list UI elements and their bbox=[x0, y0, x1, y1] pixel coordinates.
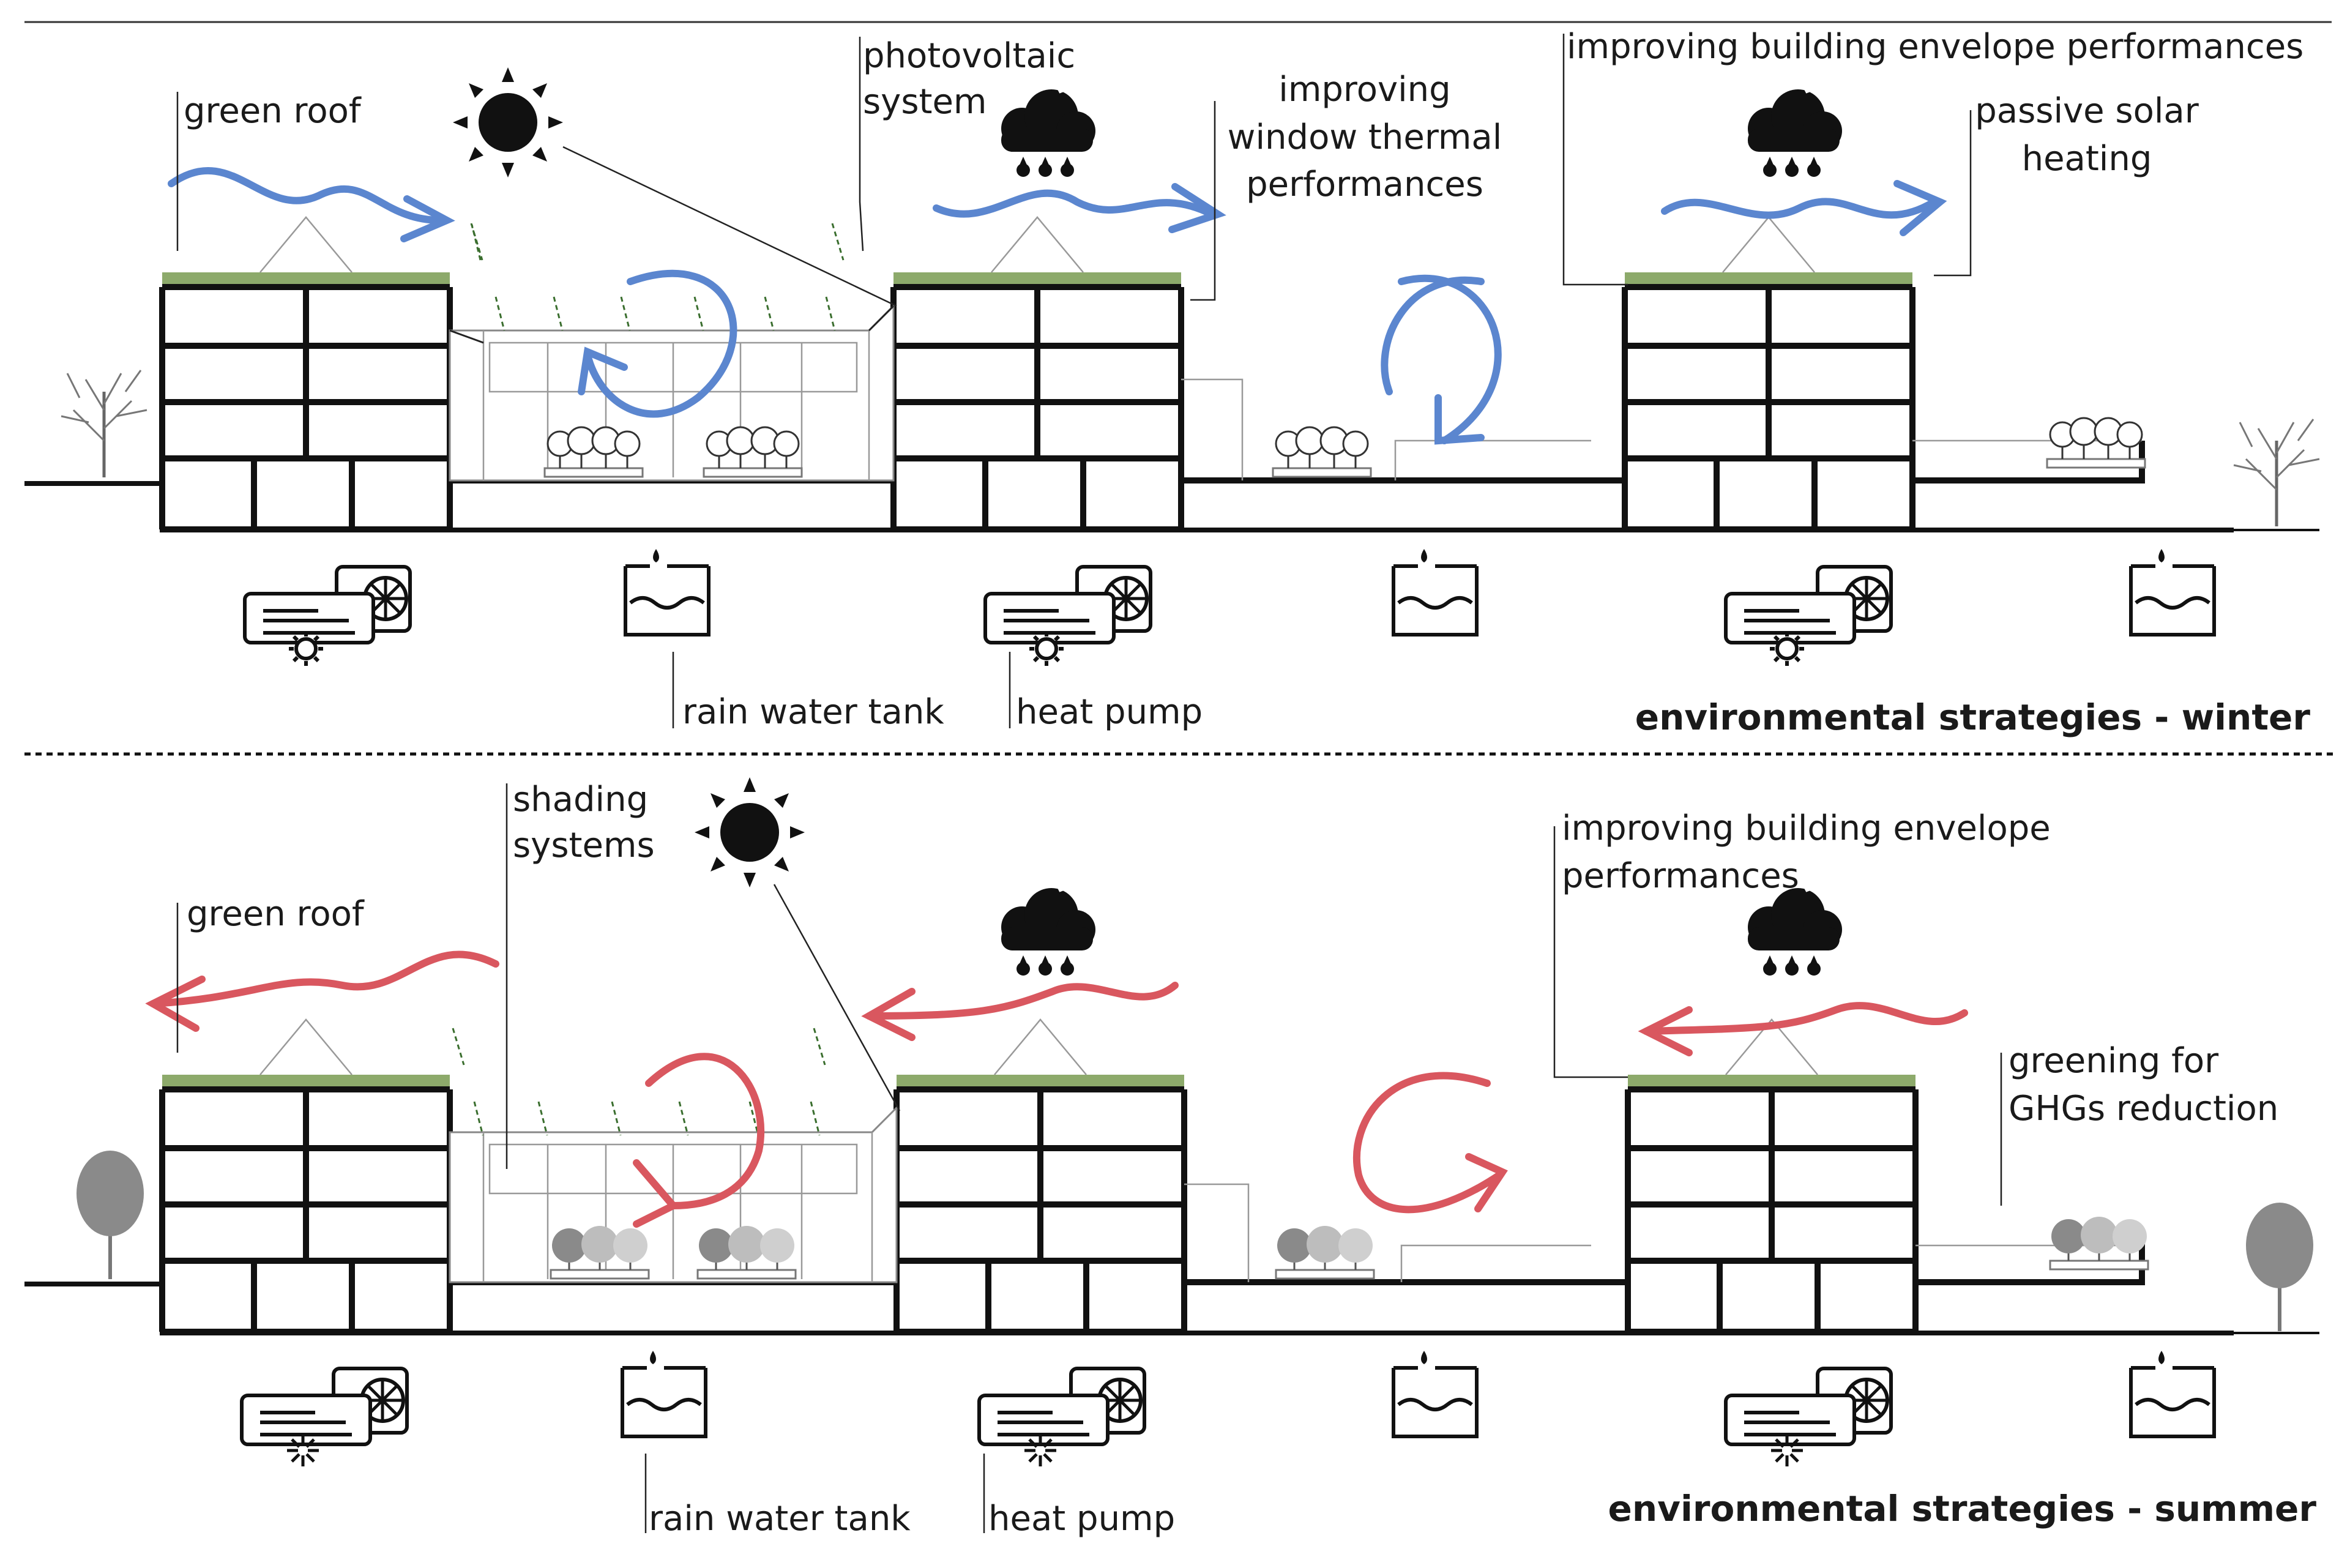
heat-pump-icon bbox=[242, 1368, 407, 1466]
label-photovoltaic-line2: system bbox=[863, 82, 987, 122]
label-envelope-line2: performances bbox=[1562, 856, 1799, 896]
label-window-line1: improving bbox=[1278, 70, 1450, 110]
label-envelope-line1: improving building envelope bbox=[1562, 808, 2051, 848]
heat-pump-icon bbox=[1726, 567, 1891, 666]
label-photovoltaic-line1: photovoltaic bbox=[863, 36, 1075, 76]
rain-water-tank-icon bbox=[1393, 1351, 1477, 1436]
rain-cloud-icon bbox=[1001, 888, 1095, 976]
building-3 bbox=[1628, 1020, 1915, 1332]
building-2 bbox=[897, 1020, 1184, 1332]
summer-leader-lines bbox=[176, 783, 2002, 1533]
planter bbox=[550, 1225, 650, 1280]
leafy-tree bbox=[76, 1151, 144, 1279]
label-window-line3: performances bbox=[1246, 165, 1483, 204]
heat-pump-icon bbox=[985, 567, 1151, 666]
rain-cloud-icon bbox=[1001, 89, 1095, 177]
winter-panel: green roof photovoltaic system improving… bbox=[24, 21, 2332, 738]
planter bbox=[2049, 1215, 2149, 1271]
building-3 bbox=[1625, 217, 1912, 529]
rain-cloud-icon bbox=[1748, 89, 1842, 177]
planter bbox=[696, 1225, 797, 1280]
building-1 bbox=[162, 217, 450, 529]
photovoltaic-panels bbox=[470, 223, 845, 331]
rain-water-tank-icon bbox=[1393, 549, 1477, 635]
label-rain-water-tank: rain water tank bbox=[649, 1499, 911, 1539]
photovoltaic-panels bbox=[452, 1028, 826, 1136]
planter bbox=[1272, 426, 1372, 478]
bare-tree bbox=[61, 370, 147, 477]
winter-leader-lines bbox=[176, 34, 1972, 728]
bare-tree bbox=[2234, 419, 2319, 526]
rain-water-tank-icon bbox=[622, 1351, 706, 1436]
leafy-tree bbox=[2246, 1203, 2313, 1331]
label-greening-line1: greening for bbox=[2009, 1041, 2219, 1081]
heat-pump-icon bbox=[245, 567, 410, 666]
label-greening-line2: GHGs reduction bbox=[2009, 1089, 2278, 1129]
label-heat-pump: heat pump bbox=[988, 1499, 1175, 1539]
winter-title: environmental strategies - winter bbox=[1635, 696, 2311, 738]
summer-wind-arrows bbox=[145, 950, 1968, 1228]
winter-wind-arrows bbox=[168, 166, 1947, 445]
sun-icon bbox=[695, 777, 805, 887]
building-2 bbox=[893, 217, 1181, 529]
summer-panel: shading systems green roof improving bui… bbox=[24, 777, 2319, 1539]
rain-cloud-icon bbox=[1748, 888, 1842, 976]
summer-title: environmental strategies - summer bbox=[1608, 1488, 2317, 1529]
heat-pump-icon bbox=[1726, 1368, 1891, 1466]
glazed-atrium bbox=[449, 1105, 898, 1283]
label-green-roof: green roof bbox=[187, 894, 365, 934]
ground-line bbox=[24, 1282, 2234, 1335]
label-green-roof: green roof bbox=[184, 91, 362, 131]
label-window-line2: window thermal bbox=[1228, 118, 1502, 157]
label-passive-line1: passive solar bbox=[1975, 91, 2199, 131]
label-passive-line2: heating bbox=[2022, 139, 2152, 179]
planter bbox=[1275, 1225, 1375, 1280]
rain-water-tank-icon bbox=[625, 549, 709, 635]
heat-pump-icon bbox=[979, 1368, 1144, 1466]
label-heat-pump: heat pump bbox=[1016, 692, 1203, 732]
label-shading-line2: systems bbox=[513, 826, 655, 865]
sun-icon bbox=[453, 67, 563, 177]
ground-line bbox=[24, 481, 2234, 532]
label-envelope: improving building envelope performances bbox=[1567, 27, 2303, 67]
rain-water-tank-icon bbox=[2131, 1351, 2214, 1436]
label-rain-water-tank: rain water tank bbox=[682, 692, 944, 732]
label-shading-line1: shading bbox=[513, 780, 648, 819]
building-1 bbox=[162, 1020, 450, 1332]
rain-water-tank-icon bbox=[2131, 549, 2214, 635]
planter bbox=[2046, 417, 2146, 469]
glazed-atrium bbox=[449, 304, 895, 482]
